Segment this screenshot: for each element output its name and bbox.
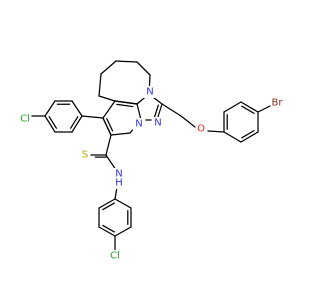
- bromophenyl-bond: [240, 101, 259, 113]
- pyrrole-double-bond-inner: [106, 118, 114, 132]
- chlorophenyl-lower-bond: [114, 226, 132, 237]
- nitrogen-label-bridge: N: [135, 119, 142, 130]
- chlorophenyl-upper-bond: [71, 115, 83, 133]
- chlorophenyl-lower-bond: [98, 198, 116, 209]
- triazole-bond: [136, 103, 142, 121]
- oxygen-label-bg: [195, 123, 207, 135]
- pyrrole-bond: [102, 100, 116, 119]
- aryl-link-bond: [81, 115, 104, 119]
- bromophenyl-bond: [223, 101, 242, 113]
- chlorophenyl-upper-bond-inner: [48, 116, 58, 129]
- amide-hydrogen-label: H: [115, 178, 123, 189]
- oxygen-label: O: [197, 124, 205, 135]
- chlorine-upper-label-bg: [18, 113, 32, 125]
- chlorophenyl-upper-bond: [44, 115, 56, 133]
- chlorine-lower-label: Cl: [110, 251, 120, 262]
- bromophenyl-bond: [240, 131, 259, 143]
- pyrrole-bond: [110, 132, 131, 136]
- pyrrole-inner-double: [114, 100, 138, 105]
- nitrogen-label-triazole: N: [154, 118, 161, 129]
- chlorine-upper-label: Cl: [20, 114, 30, 125]
- chlorine-lower-label-bg: [108, 250, 122, 262]
- thioamide-c-bond: [105, 134, 112, 156]
- azepine-bond: [98, 95, 116, 102]
- pyrrole-double-bond: [102, 117, 112, 136]
- bromophenyl-bond-inner: [241, 129, 255, 139]
- chlorophenyl-lower-bond-inner: [102, 202, 115, 211]
- bromophenyl-bond-inner: [241, 105, 255, 115]
- nitrogen-label-fused: N: [146, 87, 153, 98]
- chlorophenyl-upper-bond: [71, 100, 83, 117]
- bromine-label-bg: [271, 97, 283, 109]
- chlorophenyl-lower-bond-inner: [102, 224, 115, 233]
- azepine-bond: [100, 60, 117, 75]
- azepine-bond: [136, 61, 151, 76]
- sulfur-label-bg: [79, 149, 91, 161]
- bromophenyl-bond: [223, 131, 242, 143]
- nitrogen-label-triazole-bg: [151, 117, 165, 129]
- sulfur-label: S: [82, 150, 88, 161]
- azepine-bond: [115, 60, 138, 63]
- aryl-o-bond: [207, 130, 225, 133]
- ch2-ring-bond: [161, 103, 182, 117]
- nitrogen-label-bridge-bg: [132, 118, 146, 130]
- chlorophenyl-lower-bond: [114, 198, 132, 209]
- amide-nitrogen-label-bg: [113, 168, 125, 180]
- chlorophenyl-upper-bond: [44, 100, 56, 117]
- chlorophenyl-upper-bond-inner: [69, 116, 79, 129]
- bromine-label: Br: [272, 98, 284, 109]
- amide-nitrogen-label: N: [115, 169, 122, 180]
- nitrogen-label-fused-bg: [143, 86, 157, 98]
- amide-hydrogen-label-bg: [113, 177, 125, 189]
- o-ch2-bond: [180, 115, 196, 128]
- triazole-double-bond-inner: [154, 104, 159, 118]
- pyrrole-inner-double-inner: [116, 103, 134, 108]
- c-n-bond: [105, 154, 117, 171]
- c-br-bond: [257, 105, 271, 113]
- chlorophenyl-lower-bond: [98, 226, 116, 237]
- azepine-bond: [98, 73, 102, 97]
